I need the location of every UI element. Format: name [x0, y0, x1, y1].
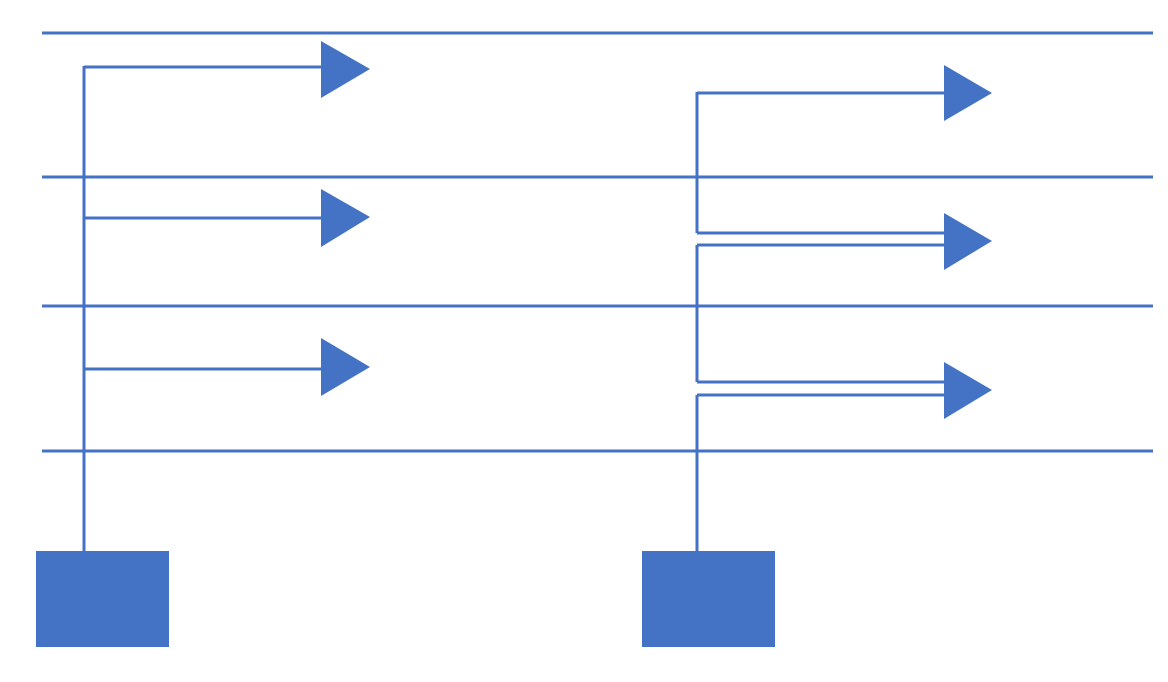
right-source-square	[642, 551, 775, 647]
left-arrow-head-3	[321, 338, 370, 396]
left-group	[36, 41, 370, 647]
left-arrow-head-2	[321, 189, 370, 247]
right-arrow-head-1	[944, 65, 992, 121]
left-arrow-head-1	[321, 41, 370, 98]
right-arrow-head-2	[944, 213, 992, 270]
left-source-square	[36, 551, 169, 647]
right-arrow-head-3	[944, 362, 992, 419]
right-group	[642, 65, 992, 647]
